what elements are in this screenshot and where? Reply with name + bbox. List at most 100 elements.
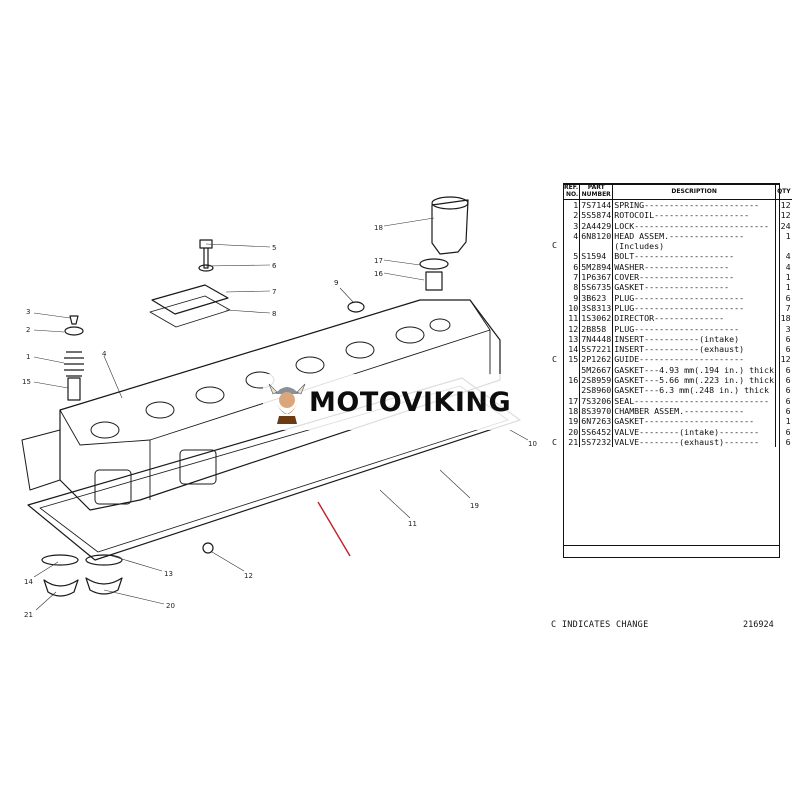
qty-cell: 6 bbox=[775, 344, 792, 355]
callout-14: 14 bbox=[24, 578, 33, 586]
valve-intake bbox=[85, 577, 123, 595]
ref-no-cell: 18 bbox=[568, 405, 579, 416]
description-cell: PLUG---------------------- bbox=[612, 302, 776, 314]
callout-18: 18 bbox=[374, 224, 383, 232]
ref-no-cell: 2 bbox=[573, 210, 579, 221]
bolt bbox=[199, 239, 213, 269]
part-number-cell bbox=[579, 241, 613, 252]
qty-cell: 1 bbox=[775, 282, 792, 293]
qty-cell bbox=[775, 241, 792, 252]
description-cell: GASKET----------------- bbox=[612, 282, 776, 293]
qty-cell: 1 bbox=[775, 272, 792, 283]
part-number-cell: 3B623 bbox=[579, 292, 613, 303]
callout-4: 4 bbox=[102, 350, 107, 358]
ref-no-cell: 6 bbox=[573, 261, 579, 272]
qty-cell: 6 bbox=[775, 436, 792, 448]
callout-17: 17 bbox=[374, 257, 383, 265]
valve-spring bbox=[64, 351, 84, 377]
part-number-cell: 5S6735 bbox=[579, 282, 613, 293]
callout-6: 6 bbox=[272, 262, 277, 270]
qty-cell: 4 bbox=[775, 261, 792, 273]
callout-5: 5 bbox=[272, 244, 276, 252]
ref-no-cell: 11 bbox=[568, 313, 579, 324]
part-number-cell: 5S7221 bbox=[579, 344, 613, 355]
part-number-cell: 6N7263 bbox=[579, 416, 613, 427]
callout-8: 8 bbox=[272, 310, 276, 318]
part-number-cell: 2S8959 bbox=[579, 375, 613, 386]
description-cell: PLUG---------------------- bbox=[612, 292, 776, 303]
ref-no-cell: 1 bbox=[573, 200, 579, 210]
part-number-cell: 3S8313 bbox=[579, 302, 613, 314]
description-cell: WASHER----------------- bbox=[612, 261, 776, 273]
callout-3: 3 bbox=[26, 308, 30, 316]
qty-cell: 6 bbox=[775, 395, 792, 406]
change-footnote: C INDICATES CHANGE bbox=[551, 620, 649, 630]
header-description: DESCRIPTION bbox=[612, 183, 776, 200]
callout-20: 20 bbox=[166, 602, 175, 610]
part-number-cell: 5S7232 bbox=[579, 436, 613, 448]
description-cell: GUIDE--------------------- bbox=[612, 354, 776, 365]
ref-no-cell: 8 bbox=[573, 282, 579, 293]
description-cell: GASKET---------------------- bbox=[612, 416, 776, 427]
table-header-row: REF. NO. PART NUMBER DESCRIPTION QTY bbox=[563, 183, 792, 200]
ref-no-cell bbox=[563, 241, 580, 251]
description-cell: GASKET---4.93 mm(.194 in.) thick bbox=[612, 364, 776, 376]
chamber-assembly bbox=[431, 199, 469, 255]
part-number-cell: 5S5874 bbox=[579, 210, 613, 221]
watermark-text: MOTOVIKING bbox=[309, 386, 512, 418]
callout-16: 16 bbox=[374, 270, 383, 278]
ref-no-cell: 14 bbox=[568, 344, 579, 355]
ref-no-cell: 12 bbox=[568, 323, 579, 334]
qty-cell: 6 bbox=[775, 292, 792, 303]
description-cell: ROTOCOIL------------------- bbox=[612, 210, 776, 221]
callout-2: 2 bbox=[26, 326, 30, 334]
qty-cell: 6 bbox=[775, 364, 792, 376]
ref-no-cell: 16 bbox=[568, 375, 579, 386]
ref-no-cell: 5 bbox=[573, 251, 579, 262]
description-cell: VALVE--------(intake)-------- bbox=[612, 426, 776, 437]
part-number-cell: 6N8120 bbox=[579, 230, 613, 242]
description-cell: DIRECTOR-------------- bbox=[612, 313, 776, 324]
insert-exhaust bbox=[41, 554, 79, 566]
part-number-cell: 2A4429 bbox=[579, 220, 613, 231]
part-number-cell: 1P6367 bbox=[579, 272, 613, 283]
callout-15: 15 bbox=[22, 378, 31, 386]
qty-cell: 1 bbox=[775, 416, 792, 427]
part-number-cell: S1594 bbox=[579, 251, 613, 262]
qty-cell: 6 bbox=[775, 405, 792, 417]
part-number-cell: 2S8960 bbox=[579, 385, 613, 396]
viking-logo-icon bbox=[268, 383, 306, 424]
table-row: (Includes) bbox=[563, 241, 792, 252]
ref-no-cell: 17 bbox=[568, 395, 579, 406]
callout-21: 21 bbox=[24, 611, 33, 619]
callout-19: 19 bbox=[470, 502, 479, 510]
qty-cell: 18 bbox=[775, 313, 792, 324]
callout-9: 9 bbox=[334, 279, 338, 287]
ref-no-cell: 15 bbox=[568, 354, 579, 365]
qty-cell: 3 bbox=[775, 323, 792, 334]
callout-13: 13 bbox=[164, 570, 173, 578]
description-cell: SPRING----------------------- bbox=[612, 199, 776, 211]
qty-cell: 6 bbox=[775, 385, 792, 396]
drawing-number: 216924 bbox=[743, 620, 774, 630]
header-qty: QTY bbox=[775, 183, 792, 200]
change-marker: C bbox=[552, 354, 557, 364]
change-marker: C bbox=[552, 437, 557, 447]
plug bbox=[347, 301, 365, 313]
